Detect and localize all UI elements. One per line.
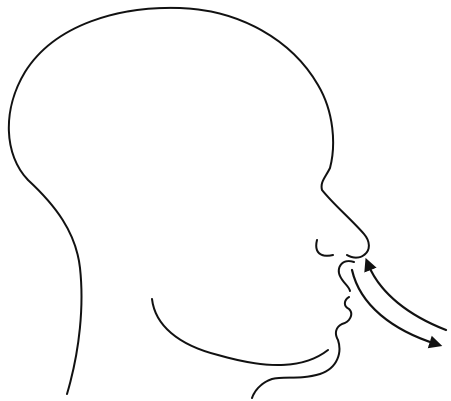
exhale-arrow	[352, 270, 436, 344]
head-outline	[9, 8, 369, 394]
jaw-line	[152, 299, 328, 365]
upper-lip	[339, 261, 354, 291]
lower-face-outline	[252, 297, 351, 398]
inhale-arrow	[368, 264, 446, 330]
nostril-curve	[316, 240, 333, 256]
